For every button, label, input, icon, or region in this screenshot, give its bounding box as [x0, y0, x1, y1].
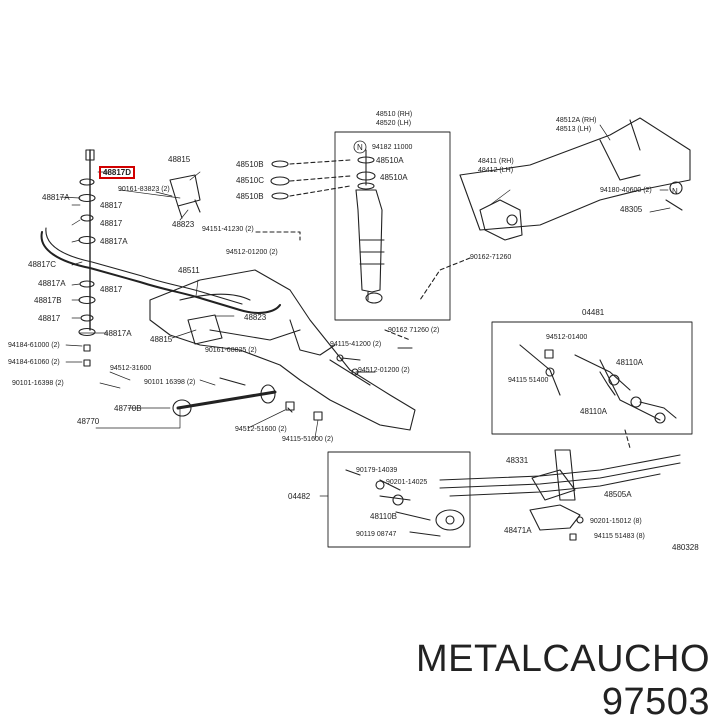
part-label-48817A-2: 48817A: [100, 237, 128, 246]
frame-crossmember: [149, 269, 416, 431]
part-label-48512A-rh: 48512A (RH): [556, 117, 597, 124]
part-label-48770B: 48770B: [114, 404, 142, 413]
part-label-94182-11000: 94182 11000: [372, 144, 413, 151]
part-label-94115-41200: 94115-41200 (2): [330, 341, 382, 348]
part-label-48510C: 48510C: [236, 176, 265, 185]
part-label-48513-lh: 48513 (LH): [556, 126, 592, 133]
part-label-94151-41230: 94151-41230 (2): [202, 226, 254, 233]
part-label-48817D: 48817D: [99, 166, 136, 179]
part-label-90161-68825: 90161-68825 (2): [205, 347, 257, 354]
part-label-94184-61000: 94184-61000 (2): [8, 342, 60, 349]
part-label-48817C: 48817C: [28, 260, 57, 269]
part-label-94512-51600: 94512-51600 (2): [235, 426, 287, 433]
brand-part-number: METALCAUCHO 97503: [415, 638, 710, 723]
svg-text:N: N: [672, 187, 678, 196]
part-label-94180-40600: 94180-40600 (2): [600, 187, 652, 194]
part-label-94512-01400: 94512-01400: [546, 334, 588, 341]
part-label-48110A-1: 48110A: [616, 358, 643, 367]
part-label-90179-14039: 90179-14039: [356, 467, 398, 474]
part-label-94115-51483: 94115 51483 (8): [594, 533, 645, 540]
part-label-94512-01200-b: 94512-01200 (2): [358, 367, 410, 374]
part-label-90201-14025: 90201-14025: [386, 479, 428, 486]
leaf-spring: [439, 454, 681, 497]
part-label-90101-16398-b: 90101 16398 (2): [144, 379, 196, 386]
part-label-48110A-2: 48110A: [580, 407, 607, 416]
part-label-90119-08747: 90119 08747: [356, 531, 397, 538]
part-label-94115-51600: 94115-51600 (2): [282, 436, 334, 443]
part-label-94512-31600: 94512-31600: [110, 365, 152, 372]
part-label-48510A-1: 48510A: [376, 156, 404, 165]
diagram-ref-code: 480328: [672, 543, 699, 552]
part-label-48817-2: 48817: [100, 219, 123, 228]
part-label-48817-4: 48817: [100, 285, 123, 294]
part-label-48510B-2: 48510B: [236, 192, 264, 201]
part-label-48770: 48770: [77, 417, 100, 426]
lateral-rod: [176, 390, 277, 410]
part-label-48412-lh: 48412 (LH): [478, 167, 514, 174]
part-label-94512-01200: 94512-01200 (2): [226, 249, 278, 256]
part-label-48815: 48815: [168, 155, 191, 164]
part-label-48510-rh: 48510 (RH): [376, 111, 413, 118]
part-label-90101-16398-a: 90101-16398 (2): [12, 380, 64, 387]
svg-text:N: N: [357, 143, 363, 152]
shock-box: [334, 131, 451, 321]
part-label-48817A-3: 48817A: [38, 279, 66, 288]
part-label-48505A: 48505A: [604, 490, 632, 499]
part-label-48817-3: 48817: [38, 314, 61, 323]
part-label-48815-mid: 48815: [150, 335, 173, 344]
part-label-94115-51400: 94115 51400: [508, 377, 549, 384]
part-label-48817A-4: 48817A: [104, 329, 132, 338]
part-label-48817B: 48817B: [34, 296, 62, 305]
box-04481: [491, 321, 693, 435]
part-label-90201-15012: 90201-15012 (8): [590, 518, 642, 525]
part-label-48110B: 48110B: [370, 512, 397, 521]
part-label-48520-lh: 48520 (LH): [376, 120, 412, 127]
part-label-48817-1: 48817: [100, 201, 123, 210]
part-label-48823-top: 48823: [172, 220, 195, 229]
part-label-90162-71260-a: 90162-71260: [470, 254, 512, 261]
box-04482: [327, 451, 471, 548]
suspension-diagram: N N: [40, 117, 693, 548]
shock-absorber: [355, 149, 383, 301]
part-label-48305: 48305: [620, 205, 643, 214]
part-label-90161-83823: 90161-83823 (2): [118, 186, 170, 193]
part-label-48510B-1: 48510B: [236, 160, 264, 169]
part-label-48823-mid: 48823: [244, 313, 267, 322]
part-label-04482: 04482: [288, 492, 311, 501]
part-label-48510A-2: 48510A: [380, 173, 408, 182]
frame-rail: [459, 117, 691, 231]
part-label-04481: 04481: [582, 308, 605, 317]
part-label-48411-rh: 48411 (RH): [478, 158, 514, 165]
part-label-48511: 48511: [178, 266, 200, 275]
part-label-90162-71260-b: 90162 71260 (2): [388, 327, 440, 334]
part-label-48817A-top: 48817A: [42, 193, 70, 202]
part-label-94184-61060: 94184-61060 (2): [8, 359, 60, 366]
stabilizer-bar: [40, 231, 281, 314]
part-label-48331: 48331: [506, 456, 529, 465]
part-label-48471A: 48471A: [504, 526, 532, 535]
